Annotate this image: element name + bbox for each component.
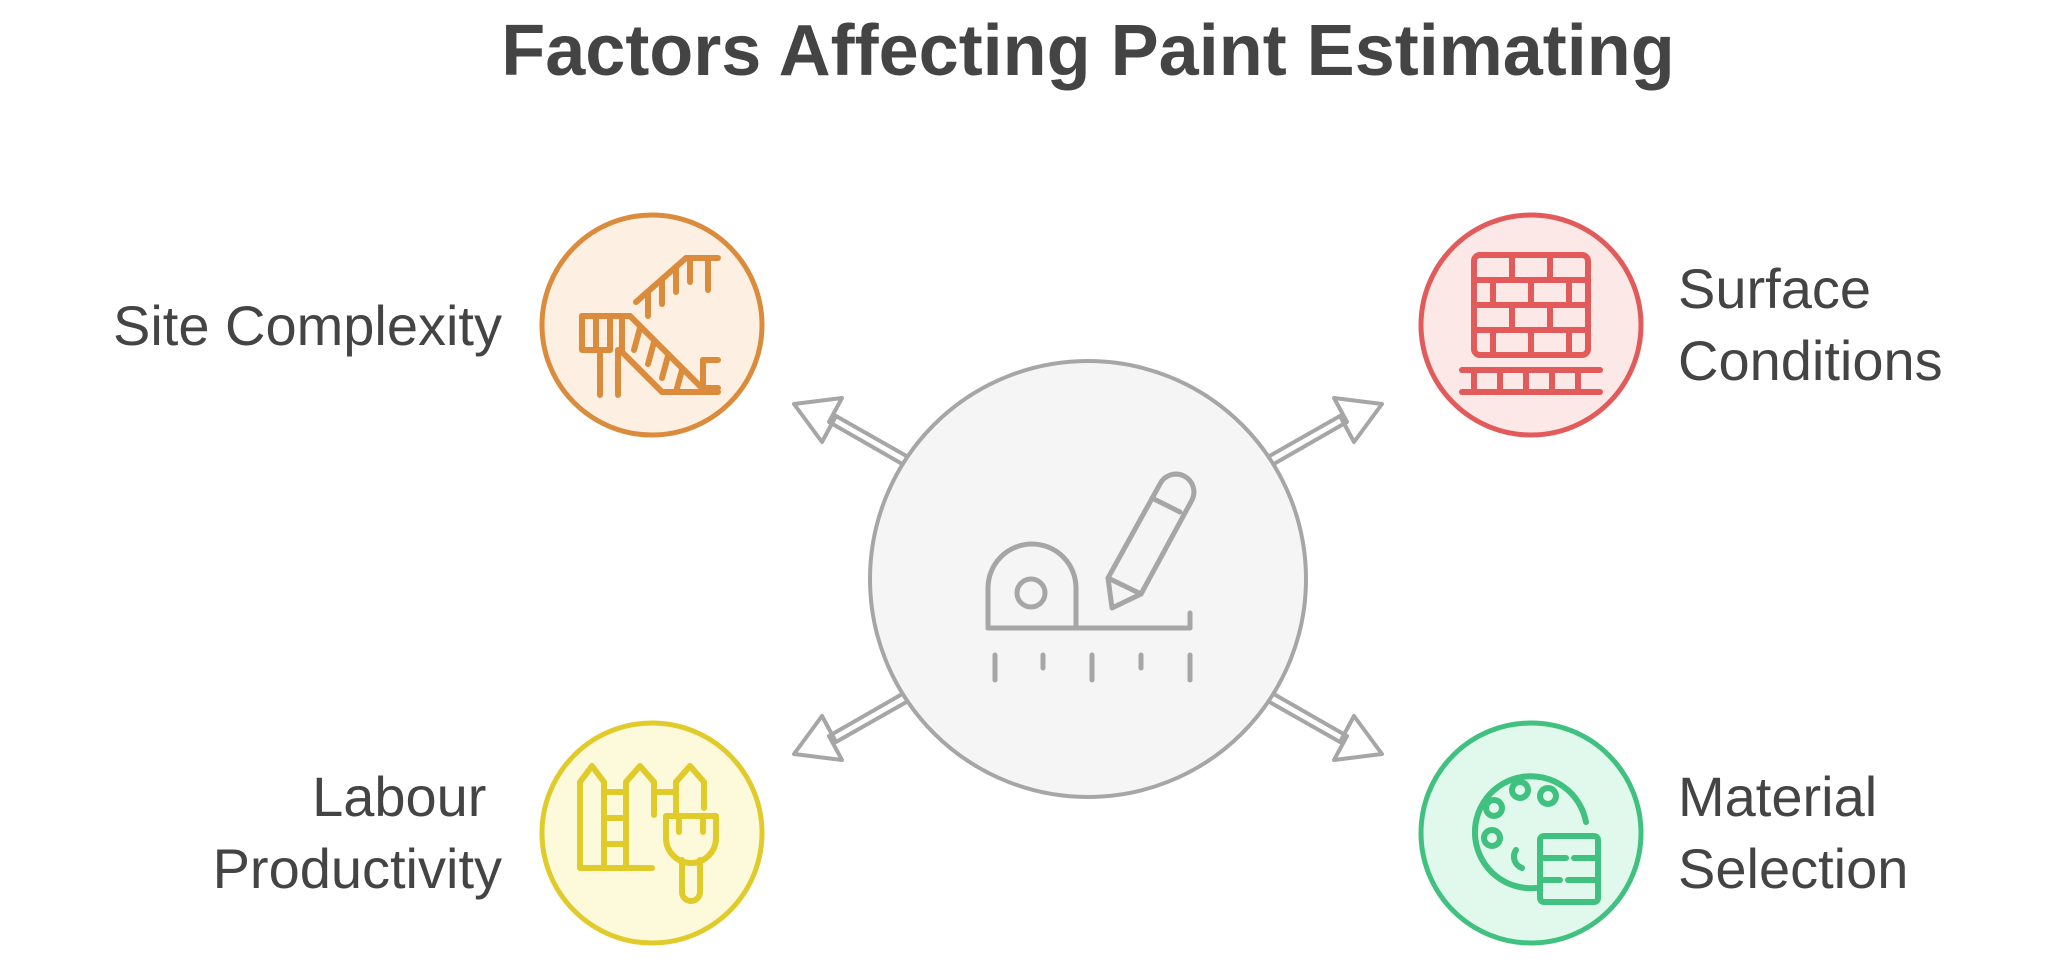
factor-site-complexity: Site Complexity [113, 212, 765, 438]
arrow-to-labour-productivity [792, 691, 912, 762]
palette-swatch-icon [1471, 773, 1601, 905]
factor-material-selection: Material Selection [1418, 720, 1908, 946]
factor-surface-conditions: Surface Conditions [1418, 212, 1943, 438]
diagram-title: Factors Affecting Paint Estimating [501, 11, 1674, 91]
factor-label-material-selection: Material Selection [1678, 765, 1908, 900]
arrow-to-site-complexity [792, 396, 912, 467]
factor-label-labour-productivity: Labour Productivity [213, 765, 502, 900]
arrow-to-material-selection [1264, 691, 1384, 762]
staircase-icon [579, 255, 721, 398]
arrow-to-surface-conditions [1264, 396, 1384, 467]
factor-label-site-complexity: Site Complexity [113, 294, 502, 357]
factor-labour-productivity: Labour Productivity [213, 720, 765, 946]
connector-arrows [792, 396, 1384, 762]
brick-wall-icon [1459, 252, 1603, 395]
factor-label-surface-conditions: Surface Conditions [1678, 257, 1943, 392]
fence-paintbrush-icon [577, 763, 719, 904]
center-hub [868, 359, 1308, 799]
tape-measure-pencil-icon [985, 471, 1197, 683]
